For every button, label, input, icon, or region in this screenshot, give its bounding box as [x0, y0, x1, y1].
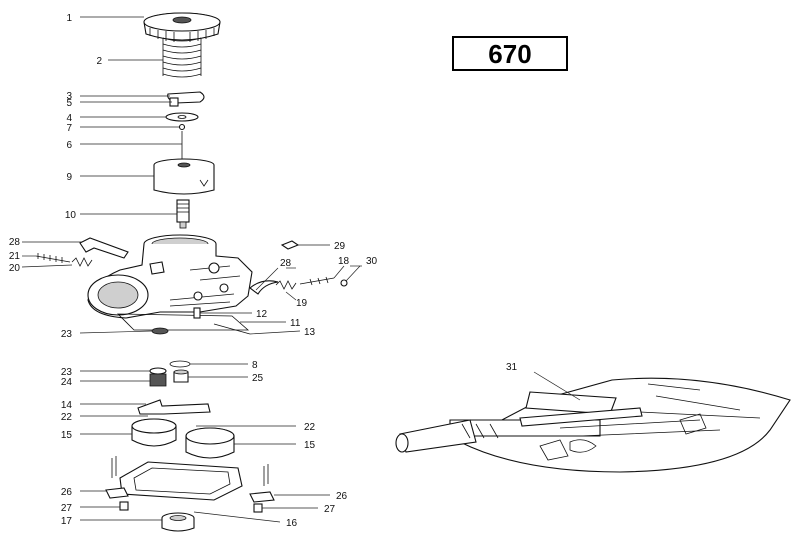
- callout-30: 30: [366, 256, 378, 267]
- callout-24: 24: [61, 377, 73, 388]
- callout-27-right: 27: [324, 504, 336, 515]
- part-15-float-right: [185, 427, 235, 459]
- callout-17: 17: [61, 516, 73, 527]
- callout-14: 14: [61, 400, 73, 411]
- part-23-washer-lower: [149, 367, 167, 375]
- part-26-clip-left: [105, 487, 129, 499]
- part-13-tube: [213, 323, 251, 335]
- part-31-tool-kit: [395, 377, 791, 473]
- part-23-washer-upper: [151, 327, 169, 335]
- callout-19: 19: [296, 298, 308, 309]
- part-1-cap: [143, 12, 221, 42]
- part-30-washer: [340, 279, 348, 287]
- callout-6: 6: [66, 140, 72, 151]
- callout-26-right: 26: [336, 491, 348, 502]
- part-27-screw-left: [119, 501, 129, 511]
- float-bowl: [111, 456, 243, 501]
- callout-9: 9: [66, 172, 72, 183]
- part-26-clip-right: [249, 464, 275, 503]
- callout-1: 1: [66, 13, 72, 24]
- callout-25: 25: [252, 373, 264, 384]
- part-20-spring: [71, 257, 93, 267]
- callout-15-right: 15: [304, 440, 316, 451]
- model-badge: 670: [452, 36, 568, 71]
- callout-12: 12: [256, 309, 268, 320]
- part-25-pilot-jet: [173, 369, 189, 383]
- callout-18: 18: [338, 256, 350, 267]
- part-17-drain-plug: [161, 512, 195, 532]
- callout-21: 21: [9, 251, 21, 262]
- callout-15-left: 15: [61, 430, 73, 441]
- callout-4: 4: [66, 113, 72, 124]
- callout-labels: 1 2 3 5 4 7 6 9 10 28 21 20 29 28 18 30 …: [9, 13, 518, 529]
- part-10-needle-jet: [176, 199, 190, 229]
- carburetor-body: [87, 234, 253, 319]
- callout-28-right: 28: [280, 258, 292, 269]
- callout-20: 20: [9, 263, 21, 274]
- part-12-jet: [193, 307, 201, 319]
- leader-lines: [21, 16, 581, 523]
- callout-3: 3: [66, 91, 72, 102]
- part-15-float-left: [131, 418, 177, 447]
- callout-5: 5: [66, 98, 72, 109]
- part-8-oring: [169, 360, 191, 368]
- callout-22-left: 22: [61, 412, 73, 423]
- part-18-screw: [299, 276, 335, 286]
- part-14-float-arm: [137, 399, 211, 415]
- callout-11: 11: [290, 318, 301, 329]
- model-number: 670: [488, 39, 531, 69]
- callout-27-left: 27: [61, 503, 73, 514]
- callout-16: 16: [286, 518, 298, 529]
- callout-13: 13: [304, 327, 316, 338]
- part-7-clip: [178, 123, 186, 131]
- part-24-main-jet: [149, 373, 167, 387]
- part-29-plug: [280, 240, 300, 250]
- part-2-spring: [162, 37, 202, 78]
- callout-31: 31: [506, 362, 518, 373]
- callout-8: 8: [252, 360, 258, 371]
- part-3-plate: [167, 91, 205, 107]
- callout-23-upper: 23: [61, 329, 73, 340]
- part-28-bracket-right: [249, 280, 279, 295]
- part-9-slide: [153, 158, 215, 195]
- callout-23-lower: 23: [61, 367, 73, 378]
- part-27-screw-right: [253, 503, 263, 513]
- callout-2: 2: [96, 56, 102, 67]
- part-21-screw: [35, 253, 71, 263]
- callout-22-right: 22: [304, 422, 316, 433]
- callout-7: 7: [66, 123, 72, 134]
- callout-28-left: 28: [9, 237, 21, 248]
- callout-10: 10: [65, 210, 77, 221]
- part-28-bracket-left: [79, 237, 129, 259]
- callout-26-left: 26: [61, 487, 73, 498]
- callout-29: 29: [334, 241, 346, 252]
- part-4-washer: [165, 112, 199, 122]
- part-19-spring: [275, 280, 297, 290]
